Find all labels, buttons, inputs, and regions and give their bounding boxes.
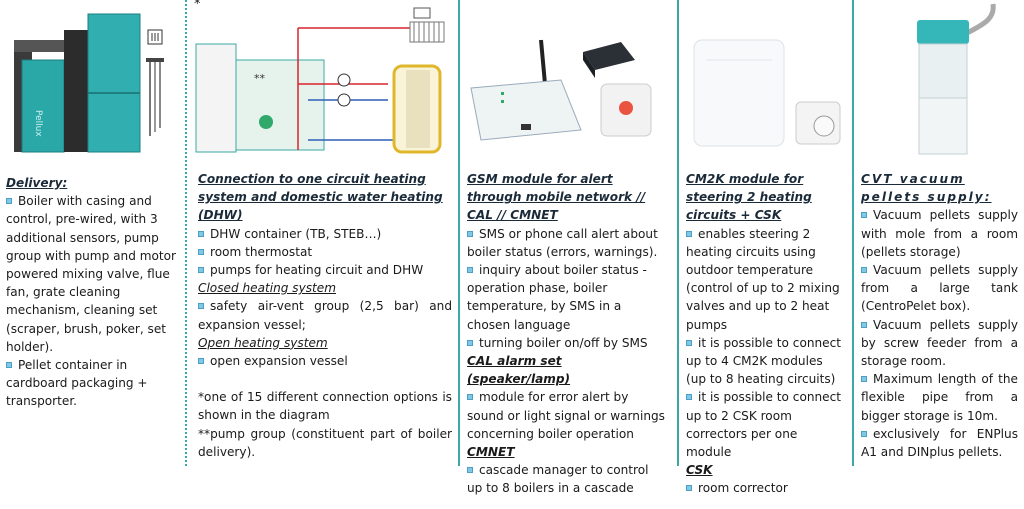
- bullet-icon: [198, 358, 204, 365]
- list-item: SMS or phone call alert about boiler sta…: [467, 226, 658, 259]
- list-item: safety air-vent group (2,5 bar) and expa…: [198, 299, 452, 332]
- boiler-product-image: Pellux: [0, 0, 185, 160]
- column-divider: [185, 0, 187, 466]
- bullet-icon: [686, 485, 692, 492]
- column-cvt: CVT vacuum pellets supply: Vacuum pellet…: [855, 0, 1024, 466]
- bullet-icon: [198, 248, 204, 255]
- open-system-heading: Open heating system: [198, 335, 328, 350]
- column-delivery: Pellux Delivery: Boiler with casing and …: [0, 0, 185, 466]
- bullet-icon: [467, 394, 473, 401]
- bullet-icon: [467, 230, 473, 237]
- column-connection: * ** Connection to one: [188, 0, 458, 466]
- connection-text: Connection to one circuit heating system…: [188, 166, 458, 461]
- list-item: enables steering 2 heating circuits usin…: [686, 226, 840, 332]
- delivery-title: Delivery:: [6, 176, 68, 190]
- column-divider: [852, 0, 854, 466]
- cvt-title: CVT vacuum pellets supply:: [861, 172, 992, 205]
- bullet-icon: [861, 212, 867, 219]
- delivery-text: Delivery: Boiler with casing and control…: [0, 170, 185, 411]
- connection-diagram: **: [188, 0, 458, 160]
- list-item: module for error alert by sound or light…: [467, 390, 665, 441]
- bullet-icon: [861, 376, 867, 383]
- list-item: Vacuum pellets supply from a large tank …: [861, 263, 1018, 314]
- list-item: it is possible to connect up to 2 CSK ro…: [686, 390, 842, 460]
- cvt-text: CVT vacuum pellets supply: Vacuum pellet…: [855, 166, 1024, 461]
- csk-heading: CSK: [686, 463, 713, 478]
- closed-system-heading: Closed heating system: [198, 281, 336, 296]
- list-item: Vacuum pellets supply with mole from a r…: [861, 208, 1018, 259]
- cm2k-title: CM2K module for steering 2 heating circu…: [686, 172, 812, 223]
- list-item: exclusively for ENPlus A1 and DINplus pe…: [861, 426, 1018, 460]
- bullet-icon: [198, 230, 204, 237]
- bullet-icon: [861, 321, 867, 328]
- bullet-icon: [686, 394, 692, 401]
- list-item: Vacuum pellets supply by screw feeder fr…: [861, 317, 1018, 369]
- column-gsm: GSM module for alert through mobile netw…: [461, 0, 677, 495]
- connection-title: Connection to one circuit heating system…: [198, 172, 443, 223]
- cm2k-module-image: [680, 0, 852, 160]
- list-item: pumps for heating circuit and DHW: [198, 261, 452, 279]
- bullet-icon: [861, 430, 867, 437]
- footnote-connection-options: *one of 15 different connection options …: [198, 390, 452, 423]
- svg-text:Pellux: Pellux: [33, 110, 43, 137]
- cal-heading: CAL alarm set (speaker/lamp): [467, 354, 571, 387]
- list-item: turning boiler on/off by SMS: [467, 334, 667, 352]
- list-item: Pellet container in cardboard packaging …: [6, 358, 148, 409]
- list-item: DHW container (TB, STEB…): [198, 225, 452, 243]
- cvt-vacuum-image: [855, 0, 1024, 160]
- column-divider: [677, 0, 679, 466]
- gsm-title: GSM module for alert through mobile netw…: [467, 172, 646, 223]
- cm2k-text: CM2K module for steering 2 heating circu…: [680, 166, 852, 498]
- bullet-icon: [686, 230, 692, 237]
- list-item: it is possible to connect up to 4 CM2K m…: [686, 335, 842, 387]
- gsm-text: GSM module for alert through mobile netw…: [461, 166, 677, 498]
- bullet-icon: [467, 467, 473, 474]
- list-item: Boiler with casing and control, pre-wire…: [6, 194, 177, 354]
- bullet-icon: [198, 303, 204, 310]
- list-item: room corrector: [686, 479, 846, 497]
- gsm-module-image: [461, 0, 677, 160]
- bullet-icon: [686, 339, 692, 346]
- footnote-asterisk: *: [194, 0, 201, 12]
- column-divider: [458, 0, 460, 466]
- bullet-icon: [467, 267, 473, 274]
- bullet-icon: [198, 267, 204, 274]
- bullet-icon: [861, 267, 867, 274]
- bullet-icon: [6, 198, 12, 205]
- bullet-icon: [467, 339, 473, 346]
- list-item: room thermostat: [198, 243, 452, 261]
- list-item: open expansion vessel: [198, 352, 452, 370]
- cmnet-heading: CMNET: [467, 445, 515, 460]
- bullet-icon: [6, 362, 12, 369]
- footnote-pump-group: **pump group (constituent part of boiler…: [198, 426, 452, 459]
- list-item: inquiry about boiler status - operation …: [467, 263, 647, 332]
- pump-group-label: **: [254, 72, 266, 85]
- list-item: Maximum length of the flexible pipe from…: [861, 372, 1018, 423]
- list-item: cascade manager to control up to 8 boile…: [467, 463, 649, 496]
- column-cm2k: CM2K module for steering 2 heating circu…: [680, 0, 852, 495]
